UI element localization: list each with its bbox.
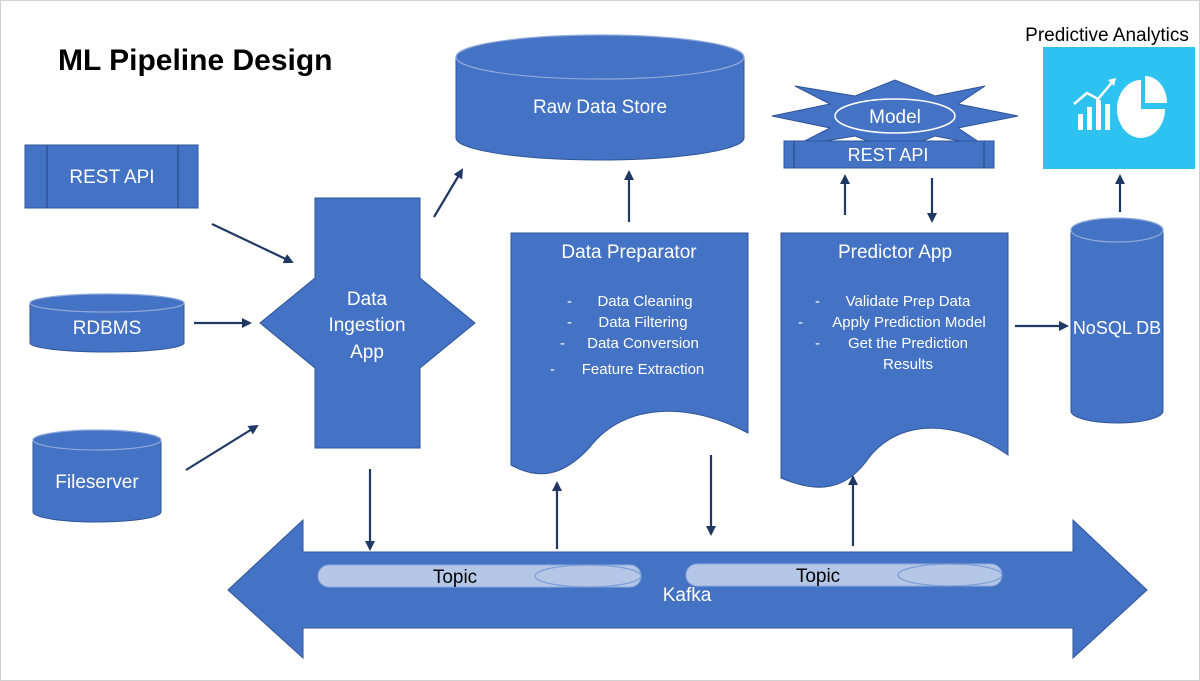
preparator-item-1: Data Cleaning bbox=[597, 293, 692, 310]
predictive-analytics: Predictive Analytics bbox=[1025, 25, 1195, 169]
rest-api-source-label: REST API bbox=[69, 167, 154, 188]
kafka-topic: Topic bbox=[685, 563, 1003, 587]
svg-text:-: - bbox=[798, 314, 803, 331]
model-label: Model bbox=[869, 107, 921, 128]
flow-arrows bbox=[185, 168, 1125, 551]
predictor-item-3: Get the Prediction bbox=[848, 335, 968, 352]
topic-label-2: Topic bbox=[796, 566, 840, 587]
svg-text:-: - bbox=[560, 335, 565, 352]
ingestion-line-1: Data bbox=[347, 289, 388, 310]
nosql-db: NoSQL DB bbox=[1070, 217, 1164, 424]
predictor-item: - Get the Prediction bbox=[815, 335, 968, 352]
pie-chart-icon bbox=[1117, 76, 1167, 138]
arrow-fileserver-to-ingestion bbox=[185, 424, 259, 471]
svg-text:-: - bbox=[567, 314, 572, 331]
preparator-item-4: Feature Extraction bbox=[582, 361, 705, 378]
model-rest-api-label: REST API bbox=[848, 145, 929, 165]
svg-text:-: - bbox=[815, 293, 820, 310]
data-preparator: Data Preparator - Data Cleaning - Data F… bbox=[510, 232, 749, 475]
svg-text:-: - bbox=[567, 293, 572, 310]
nosql-db-label: NoSQL DB bbox=[1073, 318, 1161, 338]
preparator-item-2: Data Filtering bbox=[598, 314, 687, 331]
rdbms-cylinder: RDBMS bbox=[29, 293, 185, 353]
predictor-app: Predictor App - Validate Prep Data - App… bbox=[780, 232, 1009, 488]
fileserver-cylinder: Fileserver bbox=[32, 429, 162, 523]
predictor-item: - Validate Prep Data bbox=[815, 293, 971, 310]
bar-chart-icon bbox=[1073, 78, 1116, 130]
preparator-item: - Data Filtering bbox=[567, 314, 688, 331]
preparator-item-3: Data Conversion bbox=[587, 335, 699, 352]
rdbms-label: RDBMS bbox=[73, 318, 142, 339]
preparator-item: - Data Cleaning bbox=[567, 293, 693, 310]
model-starburst: Model bbox=[771, 79, 1019, 153]
fileserver-label: Fileserver bbox=[55, 472, 139, 493]
predictor-title: Predictor App bbox=[838, 242, 952, 263]
analytics-title: Predictive Analytics bbox=[1025, 25, 1189, 46]
preparator-item: - Data Conversion bbox=[560, 335, 699, 352]
kafka-bus: Kafka bbox=[227, 518, 1148, 660]
topic-label-1: Topic bbox=[433, 567, 477, 588]
arrow-ingestion-to-rawstore bbox=[433, 168, 464, 218]
preparator-item: - Feature Extraction bbox=[550, 361, 704, 378]
predictor-item-4: Results bbox=[883, 356, 933, 373]
ingestion-line-3: App bbox=[350, 342, 384, 363]
raw-data-store-label: Raw Data Store bbox=[533, 97, 667, 118]
kafka-label: Kafka bbox=[663, 585, 712, 606]
kafka-topic: Topic bbox=[317, 564, 642, 588]
arrow-restapi-to-ingestion bbox=[211, 223, 294, 264]
predictor-item: - Apply Prediction Model bbox=[798, 314, 986, 331]
model-rest-api: REST API bbox=[783, 140, 995, 169]
svg-text:-: - bbox=[815, 335, 820, 352]
page-title: ML Pipeline Design bbox=[58, 44, 333, 77]
raw-data-store: Raw Data Store bbox=[455, 34, 745, 161]
predictor-item-1: Validate Prep Data bbox=[846, 293, 971, 310]
rest-api-source: REST API bbox=[24, 144, 199, 209]
ingestion-line-2: Ingestion bbox=[328, 315, 405, 336]
preparator-title: Data Preparator bbox=[561, 242, 697, 263]
svg-text:-: - bbox=[550, 361, 555, 378]
data-ingestion-app: Data Ingestion App bbox=[259, 197, 476, 449]
predictor-item-2: Apply Prediction Model bbox=[832, 314, 985, 331]
